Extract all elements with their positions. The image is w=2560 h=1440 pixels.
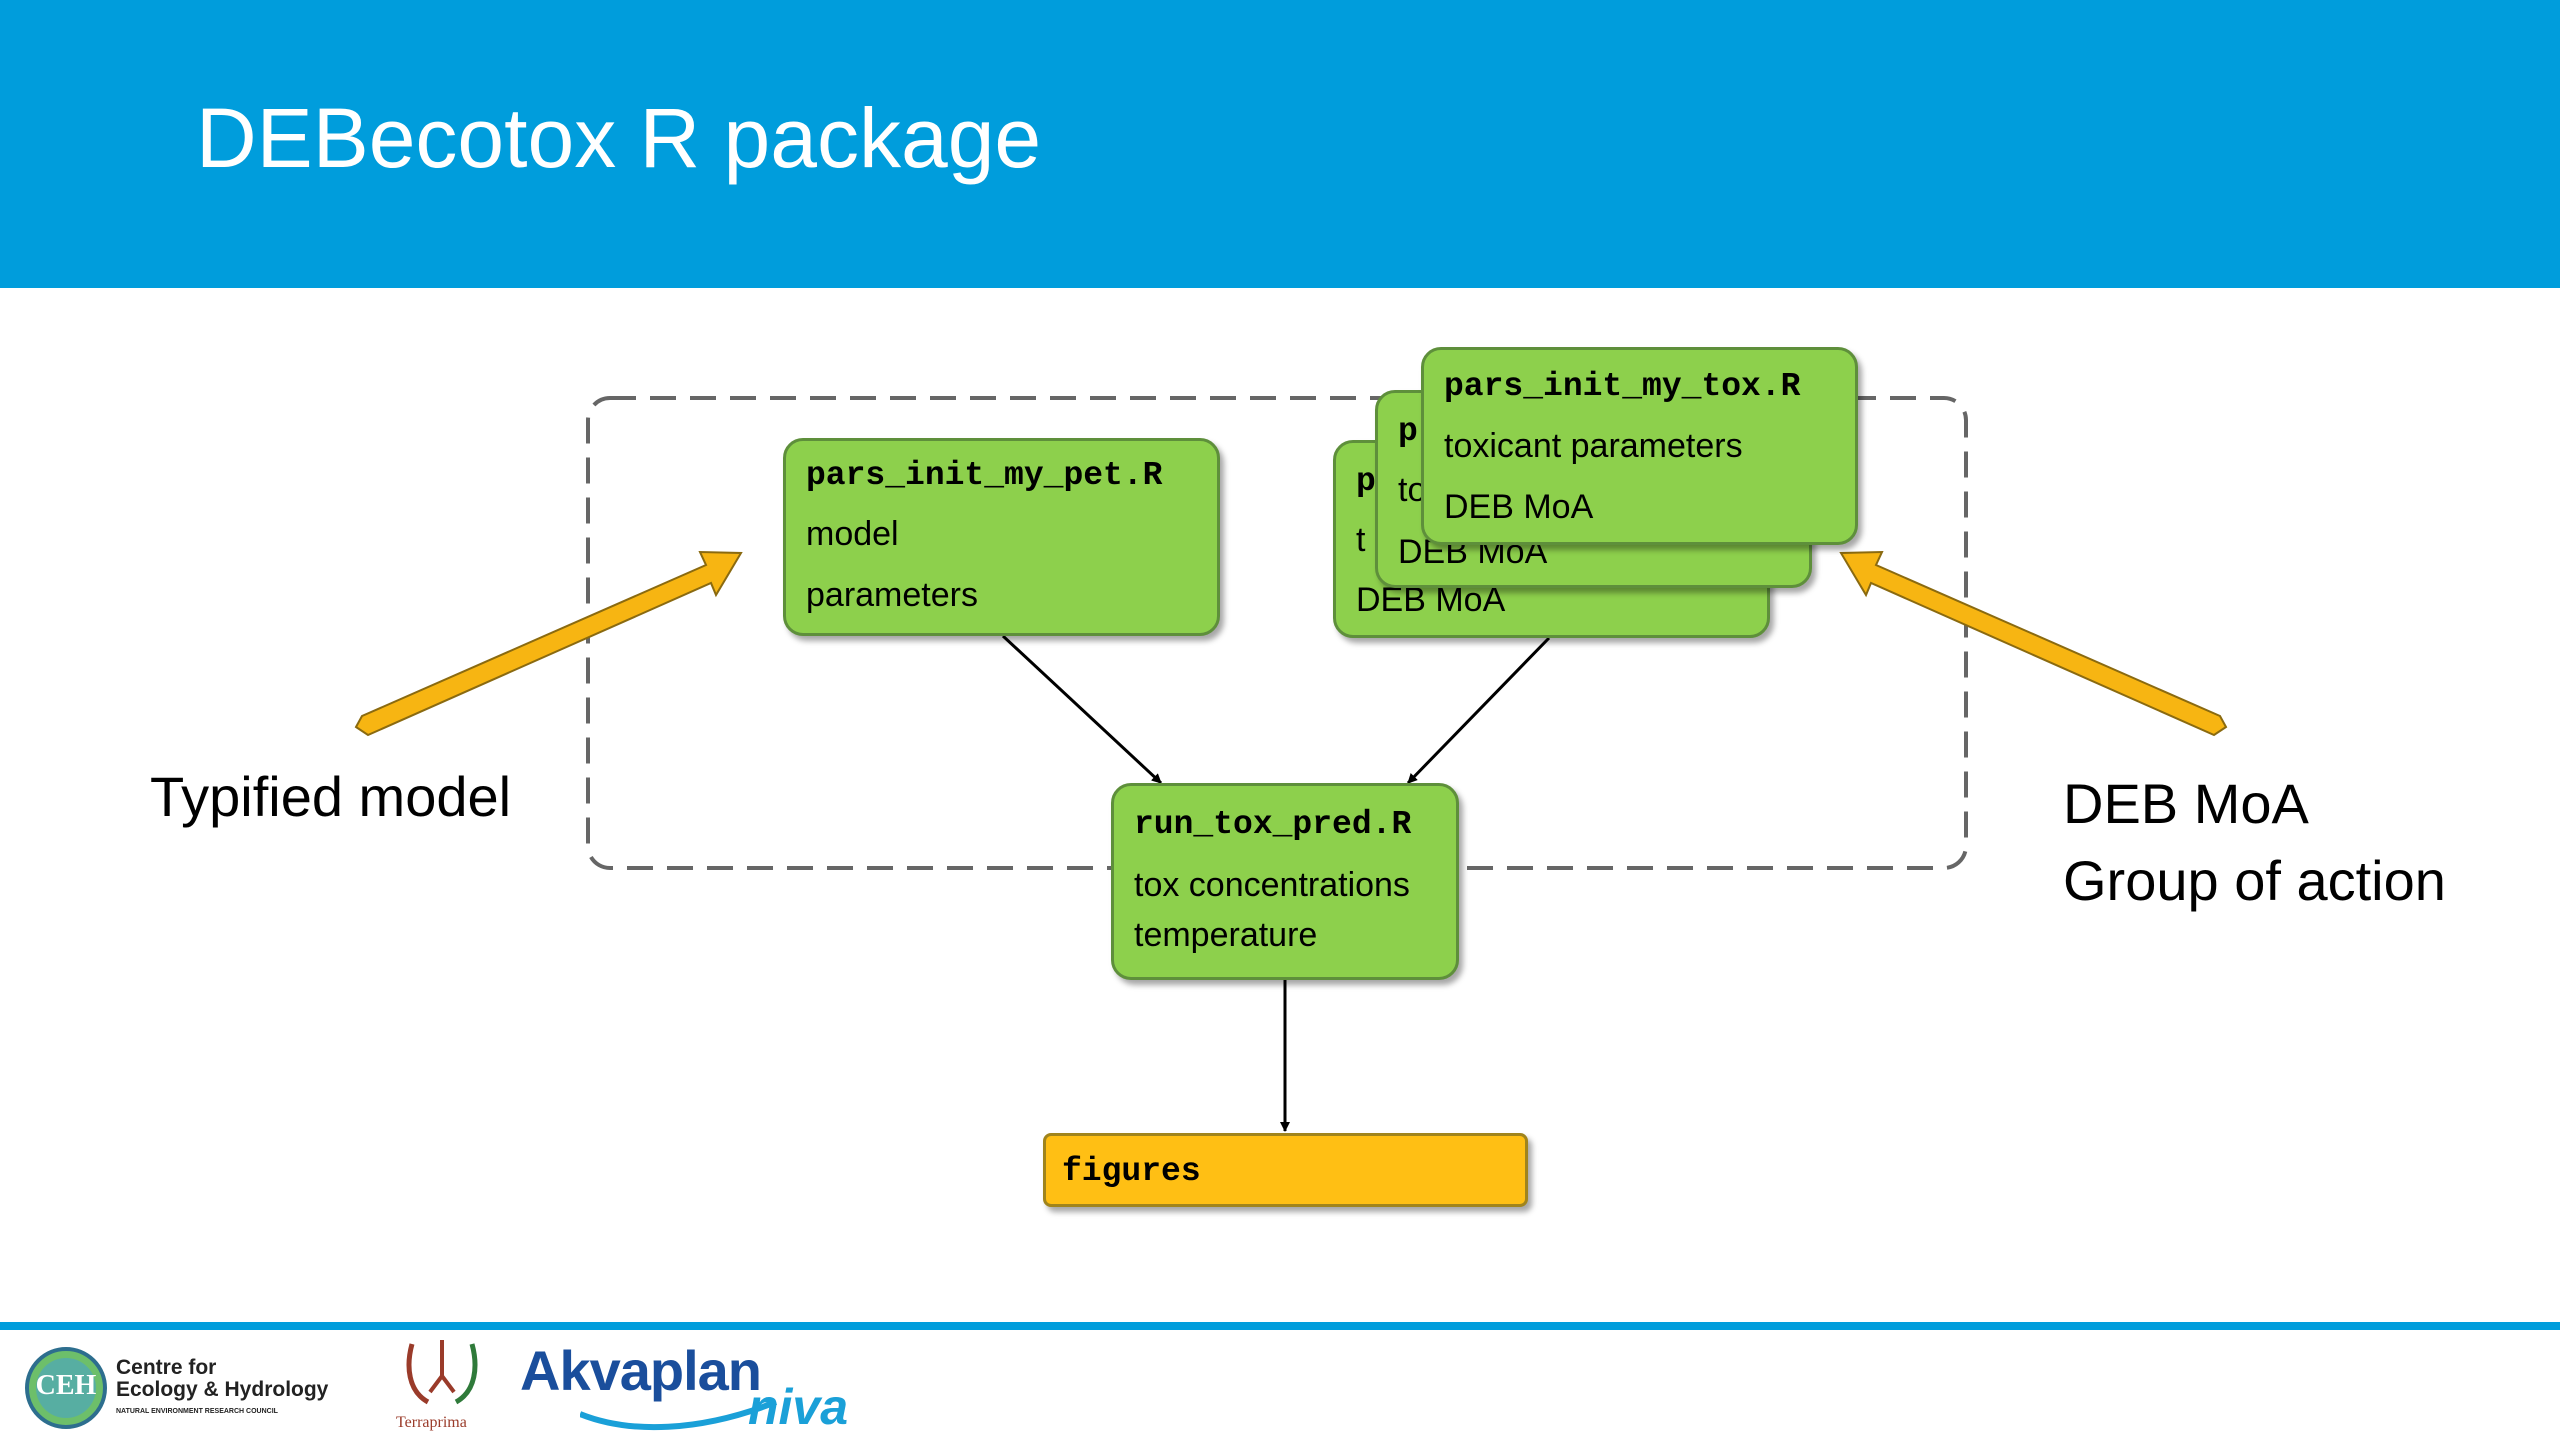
akvaplan-name: Akvaplan — [520, 1339, 762, 1402]
tox-back2-filename: p — [1356, 463, 1376, 500]
tox-box-line2: DEB MoA — [1444, 488, 1594, 526]
pet-box-line1: model — [806, 515, 899, 553]
pet-box-filename: pars_init_my_pet.R — [806, 457, 1163, 494]
right-pointer-arrow — [1839, 550, 2228, 737]
run-box-line2: temperature — [1134, 916, 1318, 954]
figures-box-label: figures — [1062, 1153, 1201, 1190]
slide-title: DEBecotox R package — [196, 91, 1042, 185]
run-tox-pred-box: run_tox_pred.R tox concentrations temper… — [1111, 783, 1459, 980]
tox-box-line1: toxicant parameters — [1444, 427, 1743, 465]
tox-box-filename: pars_init_my_tox.R — [1444, 368, 1801, 405]
terraprima-logo: Terraprima — [392, 1336, 492, 1440]
ceh-logo: CEH Centre for Ecology & Hydrology NATUR… — [24, 1346, 364, 1436]
pet-box-line2: parameters — [806, 576, 978, 614]
pet-to-run-connector — [1001, 634, 1163, 785]
figures-box: figures — [1043, 1133, 1528, 1207]
tox-back1-filename: p — [1398, 413, 1418, 450]
pars-init-tox-box: pars_init_my_tox.R toxicant parameters D… — [1421, 347, 1858, 545]
ceh-badge-text: CEH — [35, 1370, 97, 1401]
ceh-name-line2: Ecology & Hydrology — [116, 1378, 329, 1401]
ceh-name-line3: NATURAL ENVIRONMENT RESEARCH COUNCIL — [116, 1408, 278, 1415]
akvaplan-niva-logo: Akvaplan niva — [520, 1338, 880, 1438]
footer-divider — [0, 1322, 2560, 1330]
run-box-line1: tox concentrations — [1134, 866, 1410, 904]
slide-header — [0, 0, 2560, 288]
ceh-name-line1: Centre for — [116, 1356, 217, 1379]
left-pointer-arrow — [354, 550, 743, 737]
terraprima-name: Terraprima — [396, 1414, 467, 1431]
deb-moa-label: DEB MoA — [2063, 772, 2309, 835]
terraprima-emblem-icon — [406, 1340, 478, 1405]
tox-to-run-connector — [1406, 636, 1551, 785]
run-box-filename: run_tox_pred.R — [1134, 806, 1412, 843]
group-of-action-label: Group of action — [2063, 849, 2446, 912]
wave-swoosh-icon — [580, 1399, 778, 1431]
pars-init-pet-box: pars_init_my_pet.R model parameters — [783, 438, 1220, 636]
typified-model-label: Typified model — [150, 765, 512, 828]
tox-back2-line1: t — [1356, 521, 1366, 559]
ceh-globe-icon — [25, 1347, 107, 1429]
